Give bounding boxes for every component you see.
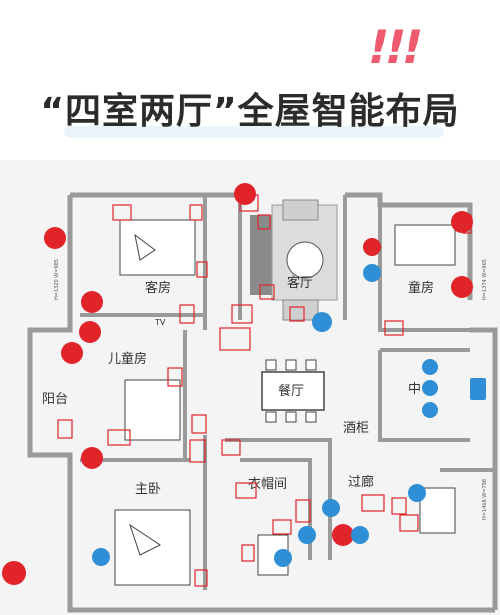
dim-left: H=1320 W=985 bbox=[54, 259, 60, 300]
room-label-guolang: 过廊 bbox=[348, 474, 374, 490]
room-label-ertongfang: 儿童房 bbox=[108, 351, 147, 367]
room-label-keting: 客厅 bbox=[287, 275, 313, 291]
room-label-canting: 餐厅 bbox=[278, 383, 304, 399]
dim-right-bottom: H=1468 W=798 bbox=[482, 479, 488, 520]
bed-zhuwo bbox=[114, 509, 191, 586]
room-label-jiugui: 酒柜 bbox=[343, 421, 369, 436]
exclaim-mark: !!! bbox=[362, 20, 425, 74]
device-markers bbox=[92, 264, 486, 567]
floor-plan: 客房 客厅 儿童房 阳台 餐厅 酒柜 童房 中 主卧 衣帽间 过廊 TV H=1… bbox=[0, 160, 500, 615]
room-label-yimaojian: 衣帽间 bbox=[248, 476, 287, 492]
room-label-yangtai: 阳台 bbox=[42, 392, 68, 407]
bed-tongfang bbox=[394, 224, 456, 266]
page-title: “四室两厅”全屋智能布局 bbox=[40, 91, 460, 132]
dim-right-top: H=1374 W=965 bbox=[482, 259, 488, 300]
sofa bbox=[250, 199, 338, 321]
room-label-zhong: 中 bbox=[408, 382, 421, 397]
room-label-tongfang: 童房 bbox=[408, 280, 434, 296]
title-underline bbox=[64, 126, 444, 138]
tv-label: TV bbox=[154, 318, 166, 327]
room-label-zhuwo: 主卧 bbox=[135, 482, 161, 497]
camera-markers bbox=[2, 183, 473, 585]
dining-table bbox=[261, 359, 325, 423]
room-label-kefang: 客房 bbox=[145, 280, 171, 296]
bed-kefang bbox=[119, 219, 196, 276]
bed-ertong bbox=[124, 379, 181, 441]
